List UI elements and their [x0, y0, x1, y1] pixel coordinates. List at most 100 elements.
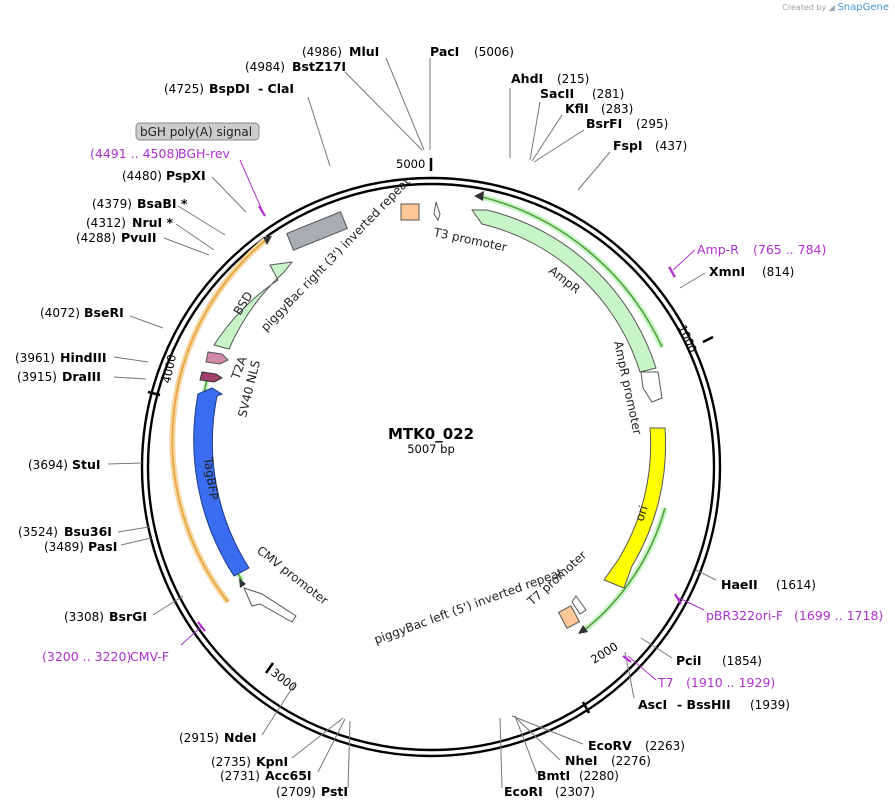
primer-leader-t7: [627, 655, 657, 681]
xmni-pos: (814): [762, 265, 794, 279]
tick-mark-4000: [147, 390, 161, 397]
bgh-rev-range: (4491 .. 4508): [90, 146, 179, 161]
leader-fspi: [577, 151, 611, 191]
amp-r-name: Amp-R: [697, 242, 739, 257]
primer-leader-cmv-f: [180, 625, 203, 646]
asci-name: AscI: [638, 697, 667, 712]
amp-r-range: (765 .. 784): [753, 242, 826, 257]
leader-ndei: [261, 681, 297, 736]
feature-labels: bGH poly(A) signal T3 promoter AmpR AmpR…: [135, 122, 651, 647]
fspi-pos: (437): [655, 139, 687, 153]
ecori-pos: (2307): [555, 785, 595, 799]
site-labels: (5006) PacI (4986) MluI (4984) BstZ17I (…: [15, 44, 816, 799]
cmv-promoter-arrow: [243, 587, 297, 623]
primer-tick-bgh-rev: [258, 205, 266, 217]
draiii-name: DraIII: [62, 369, 101, 384]
ecorv-pos: (2263): [645, 739, 685, 753]
ahdi-name: AhdI: [511, 71, 543, 86]
backbone-inner-ring: [146, 182, 716, 752]
created-by-text: Created by: [782, 3, 827, 12]
orf-arc-ori-region-line: [581, 507, 666, 633]
tick-label-3000: 3000: [268, 665, 300, 694]
leader-acc65i: [317, 718, 346, 773]
primer-tick-cmv-f: [197, 621, 206, 632]
t7-primer-name: T7: [657, 675, 674, 690]
leader-bstz17i: [344, 71, 423, 151]
pvuii-name: PvuII: [121, 230, 157, 245]
bsrfi-name: BsrFI: [586, 116, 622, 131]
tagbfp-label: TagBFP: [201, 455, 221, 500]
sacii-name: SacII: [540, 86, 574, 101]
orf-arrowhead-green: [239, 578, 246, 588]
leader-hindiii: [113, 356, 149, 363]
cmv-f-range: (3200 .. 3220): [42, 649, 131, 664]
leader-ecori: [499, 717, 503, 789]
leader-bsrgi: [152, 595, 184, 616]
haeii-name: HaeII: [721, 577, 758, 592]
t2a-arrow: [205, 351, 229, 365]
primer-tick-pbr322: [674, 593, 682, 605]
leader-bsabi: [177, 205, 226, 236]
primer-leader-amp-r: [672, 249, 696, 271]
bgh-rev-name: BGH-rev: [178, 146, 231, 161]
leader-pvuii: [163, 237, 210, 256]
paci-pos: (5006): [474, 45, 514, 59]
bstz17i-name: BstZ17I: [292, 59, 346, 74]
orf-arc-outer-orange-line: [171, 237, 269, 603]
hindiii-name: HindIII: [60, 350, 107, 365]
bsrfi-pos: (295): [636, 117, 668, 131]
snapgene-logo-icon: ◢: [828, 3, 835, 12]
bsu36i-name: Bsu36I: [64, 524, 112, 539]
ahdi-pos: (215): [557, 72, 589, 86]
bsrgi-pos: (3308): [64, 610, 104, 624]
nhei-name: NheI: [565, 753, 598, 768]
pcii-pos: (1854): [722, 654, 762, 668]
bsd-arrow: [213, 261, 294, 350]
fspi-name: FspI: [613, 138, 643, 153]
leader-ecorv: [511, 715, 584, 745]
nrui-pos: (4312): [86, 216, 126, 230]
tick-label-5000: 5000: [396, 157, 425, 171]
ecori-name: EcoRI: [504, 784, 543, 799]
bseri-name: BseRI: [84, 305, 124, 320]
pasi-name: PasI: [88, 539, 117, 554]
leader-stui: [107, 462, 143, 465]
leader-pcii: [640, 637, 673, 659]
plasmid-name: MTK0_022: [388, 425, 474, 443]
pspxi-name: PspXI: [166, 168, 206, 183]
t7-primer-range: (1910 .. 1929): [686, 675, 775, 690]
orf-arrowhead-ampr: [474, 191, 484, 201]
bseri-pos: (4072): [40, 306, 80, 320]
leader-prui: [175, 223, 215, 251]
leader-bsrfi: [533, 129, 585, 163]
leader-kfli: [531, 114, 563, 162]
haeii-pos: (1614): [776, 578, 816, 592]
leader-sacii: [529, 101, 541, 161]
nhei-pos: (2276): [611, 754, 651, 768]
leader-mlui: [385, 57, 425, 151]
kfli-pos: (283): [601, 102, 633, 116]
bmti-name: BmtI: [537, 768, 570, 783]
ndei-name: NdeI: [224, 730, 257, 745]
ampr-arrow: [471, 209, 657, 373]
bstz17i-pos: (4984): [245, 60, 285, 74]
paci-name: PacI: [430, 44, 459, 59]
ori-arrow: [603, 427, 667, 589]
leader-bseri: [129, 315, 164, 329]
pbr322-name: pBR322ori-F: [706, 608, 783, 623]
kpni-name: KpnI: [256, 754, 288, 769]
mlui-name: MluI: [349, 44, 379, 59]
backbone-outer-ring: [140, 176, 722, 758]
bsabi-pos: (4379): [92, 197, 132, 211]
leader-nhei: [513, 715, 561, 761]
bmti-pos: (2280): [579, 769, 619, 783]
leader-bmti: [514, 715, 538, 775]
bsu36i-pos: (3524): [18, 525, 58, 539]
psti-pos: (2709): [276, 785, 316, 799]
tick-label-4000: 4000: [159, 353, 179, 385]
leader-draiii: [113, 376, 147, 380]
leader-psti: [347, 720, 351, 789]
asci-pos: (1939): [750, 698, 790, 712]
leader-pspxi: [211, 176, 247, 213]
